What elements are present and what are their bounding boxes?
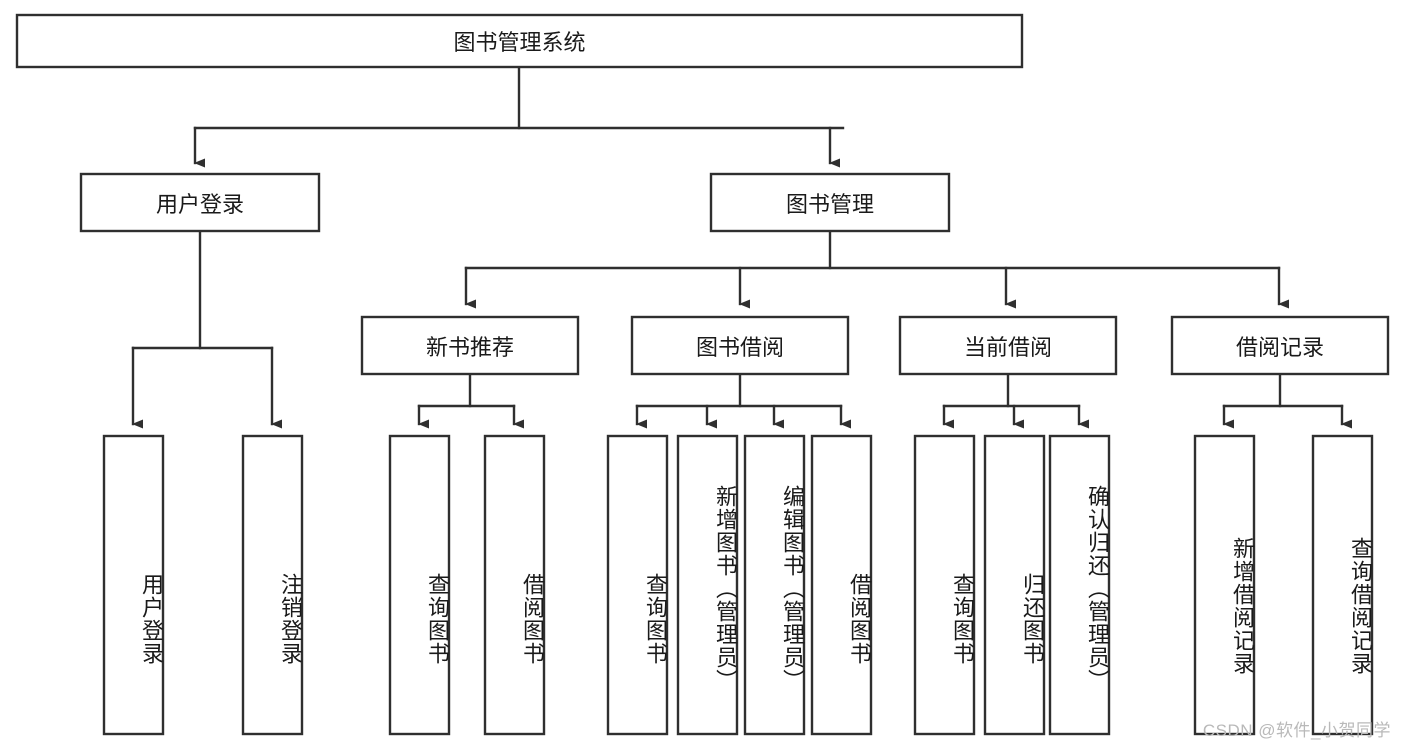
node-user-login[interactable] <box>79 172 321 233</box>
connector-user-login-to-leaves <box>131 229 282 429</box>
node-root-system[interactable] <box>15 13 1024 69</box>
connector-current-borrow-to-leaves <box>942 372 1089 429</box>
leaf-book-borrow-2[interactable] <box>743 434 806 736</box>
connector-book-mgmt-to-level3 <box>464 229 1289 309</box>
node-book-borrow[interactable] <box>630 315 850 376</box>
leaf-borrow-record-1[interactable] <box>1311 434 1374 736</box>
connector-root-to-level2 <box>193 65 845 168</box>
leaf-current-borrow-1[interactable] <box>983 434 1046 736</box>
leaf-user-login-1[interactable] <box>241 434 304 736</box>
connector-borrow-record-to-leaves <box>1222 372 1352 429</box>
connector-new-book-to-leaves <box>417 372 524 429</box>
node-borrow-record[interactable] <box>1170 315 1390 376</box>
csdn-watermark: CSDN @软件_小贺同学 <box>1202 721 1391 740</box>
leaf-current-borrow-0[interactable] <box>913 434 976 736</box>
leaf-new-book-0[interactable] <box>388 434 451 736</box>
leaf-borrow-record-0[interactable] <box>1193 434 1256 736</box>
node-new-book-recommend[interactable] <box>360 315 580 376</box>
leaf-current-borrow-2[interactable] <box>1048 434 1111 736</box>
leaf-book-borrow-3[interactable] <box>810 434 873 736</box>
leaf-user-login-0[interactable] <box>102 434 165 736</box>
leaf-new-book-1[interactable] <box>483 434 546 736</box>
leaf-book-borrow-1[interactable] <box>676 434 739 736</box>
node-current-borrow[interactable] <box>898 315 1118 376</box>
node-book-management[interactable] <box>709 172 951 233</box>
connector-book-borrow-to-leaves <box>635 372 851 429</box>
leaf-book-borrow-0[interactable] <box>606 434 669 736</box>
